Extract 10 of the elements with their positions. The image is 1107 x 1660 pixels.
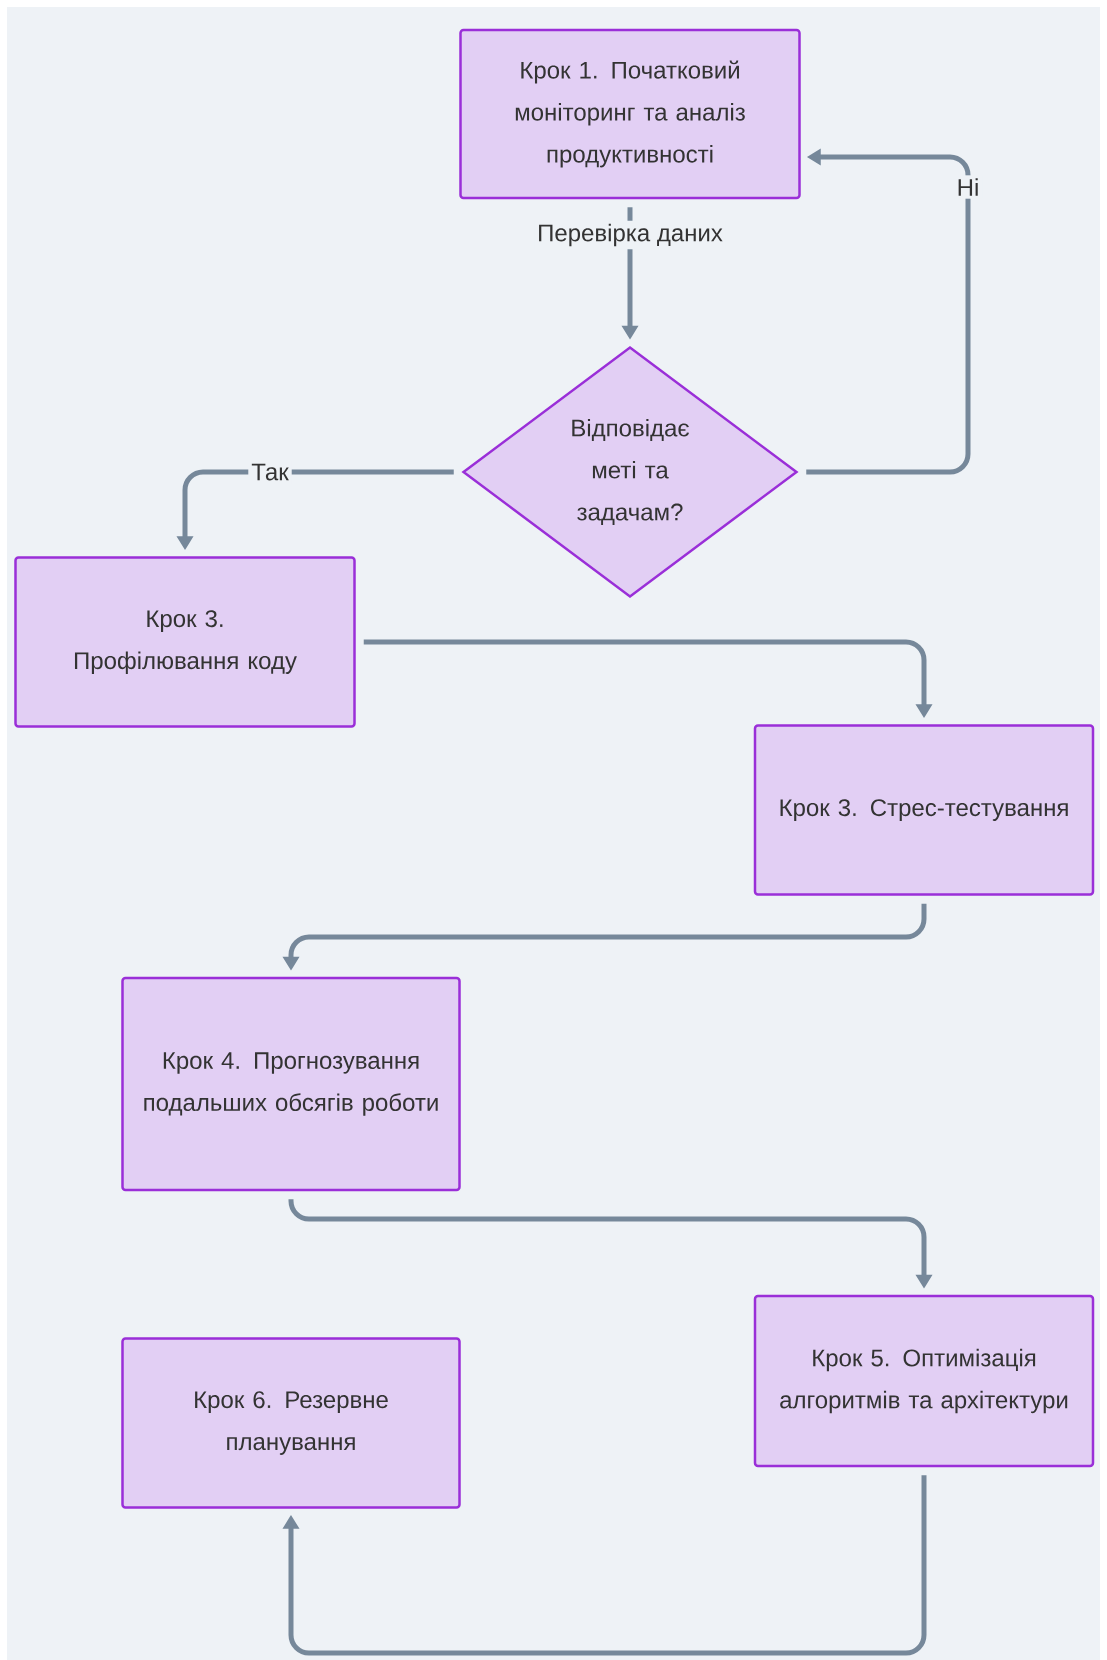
process-box: Крок 1. Початковий моніторинг та аналіз продуктивності [459,28,801,200]
process-box: Крок 5. Оптимізація алгоритмів та архітектури [753,1294,1095,1468]
process-box: Крок 3. Профілювання коду [14,556,356,728]
edge-label: Ні [953,175,983,199]
edge-label: Перевірка даних [534,220,726,250]
process-box: Крок 3. Стрес-тестування [753,724,1095,896]
edge-label: Так [248,460,292,484]
process-box: Крок 6. Резервне планування [121,1337,461,1509]
arrow [282,1475,927,1656]
process-box: Крок 4. Прогнозування подальших обсягів роботи [121,976,461,1192]
